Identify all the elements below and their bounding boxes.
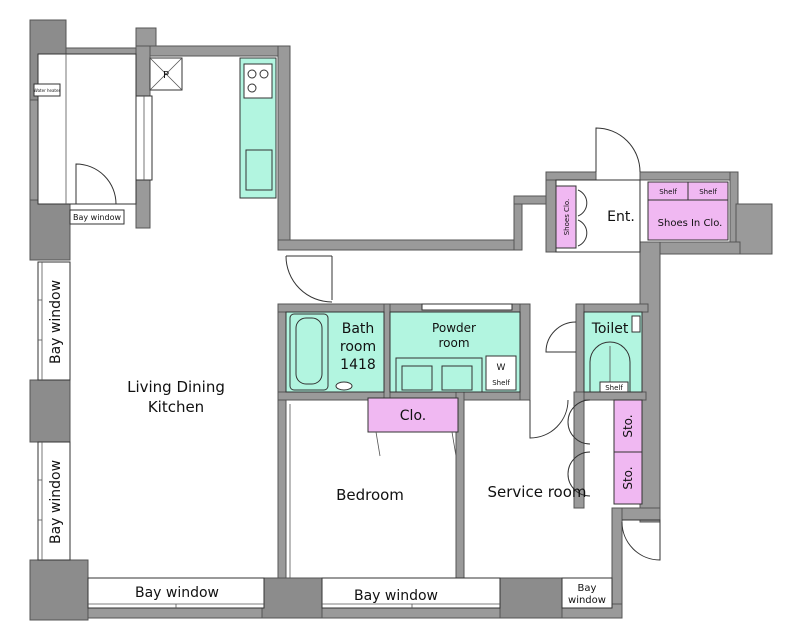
vanity-basin-1 bbox=[401, 365, 433, 391]
storage-2 bbox=[613, 451, 643, 505]
column-bottom-left bbox=[29, 559, 89, 621]
bay-window-bottom-ldk-label: Bay window bbox=[135, 585, 219, 601]
wall-bath-powder bbox=[383, 303, 391, 401]
bedroom-label: Bedroom bbox=[336, 486, 404, 504]
stove bbox=[243, 63, 273, 99]
wall-kitchen-right bbox=[277, 45, 291, 251]
shoes-shelf-2 bbox=[687, 181, 729, 201]
bay-window-top-small-label: Bay window bbox=[73, 213, 121, 222]
toilet-door-swing bbox=[545, 321, 577, 353]
balcony: Water heater P bbox=[33, 53, 183, 205]
bay-window-top-small bbox=[69, 209, 125, 225]
vanity-basin-2 bbox=[441, 365, 473, 391]
toilet-shelf-label: Shelf bbox=[605, 384, 623, 392]
bath-drain bbox=[335, 381, 353, 391]
shoes-shelf-2-label: Shelf bbox=[699, 188, 717, 196]
bay-window-bottom-bedroom bbox=[321, 577, 501, 609]
bay-window-bottom-ldk bbox=[87, 577, 265, 609]
service-room-label: Service room bbox=[487, 483, 586, 501]
bay-window-left-upper-label: Bay window bbox=[48, 280, 64, 364]
column-left-1 bbox=[29, 199, 71, 261]
storage-2-label: Sto. bbox=[621, 466, 635, 489]
storage-doors bbox=[567, 399, 591, 497]
wall-toilet-top bbox=[575, 303, 649, 313]
wall-corridor-top bbox=[277, 239, 515, 251]
bay-windows: Bay window Bay window Bay window Bay win… bbox=[37, 209, 613, 609]
wall-entrance-top bbox=[545, 171, 597, 181]
toilet-room: Toilet Shelf bbox=[545, 311, 643, 393]
shoes-closet bbox=[555, 185, 577, 249]
washer-space bbox=[485, 355, 517, 391]
closet bbox=[367, 397, 459, 433]
water-heater bbox=[33, 83, 61, 97]
toilet-shelf bbox=[599, 381, 629, 393]
bay-window-left-lower bbox=[37, 441, 71, 561]
bay-window-bottom-bedroom-label: Bay window bbox=[354, 588, 438, 604]
entrance-label: Ent. bbox=[607, 209, 635, 225]
ldk-door-swing bbox=[285, 255, 333, 303]
column-left-2 bbox=[29, 379, 71, 443]
closet-label: Clo. bbox=[400, 408, 426, 424]
water-heater-label: Water heater bbox=[34, 88, 61, 93]
column-bottom-mid bbox=[261, 577, 323, 619]
powder-shelf-label: Shelf bbox=[492, 379, 510, 387]
bathroom-label-3: 1418 bbox=[340, 357, 376, 373]
storage-1 bbox=[613, 399, 643, 453]
wall-right-lower bbox=[611, 507, 623, 619]
wall-entrance-left bbox=[545, 171, 557, 253]
wall-entrance-left-top bbox=[513, 195, 547, 205]
kitchen bbox=[239, 57, 277, 199]
ldk-label-2: Kitchen bbox=[148, 398, 204, 416]
bay-window-left-lower-label: Bay window bbox=[48, 460, 64, 544]
bay-window-bottom-right-label-1: Bay bbox=[578, 583, 597, 594]
wall-top-balcony bbox=[65, 47, 137, 55]
wall-right-main bbox=[639, 241, 661, 523]
toilet-label: Toilet bbox=[591, 321, 629, 337]
powder-room-label-2: room bbox=[438, 336, 469, 350]
bay-window-bottom-right bbox=[561, 577, 613, 609]
toilet-bowl bbox=[589, 341, 631, 392]
wall-toilet-left bbox=[575, 303, 585, 401]
bathroom-label-2: room bbox=[340, 339, 376, 355]
powder-room-label-1: Powder bbox=[432, 321, 476, 335]
service-room-door-swing bbox=[529, 399, 569, 439]
bathtub bbox=[289, 313, 329, 391]
shoes-in-closet-label: Shoes In Clo. bbox=[658, 218, 723, 229]
side-door-swing bbox=[621, 519, 661, 561]
storage-1-label: Sto. bbox=[621, 414, 635, 437]
entrance-door-swing bbox=[595, 127, 641, 173]
entrance: Ent. Shoes Clo. Shelf Shelf Shoes In Clo… bbox=[555, 127, 729, 253]
washer-label: W bbox=[497, 363, 506, 373]
powder-room: Powder room W Shelf bbox=[389, 303, 521, 393]
bedroom-closet: Clo. bbox=[367, 397, 459, 457]
shoes-shelf-1-label: Shelf bbox=[659, 188, 677, 196]
wall-storage-left bbox=[573, 391, 585, 509]
balcony-door-swing bbox=[75, 163, 117, 205]
wall-kitchen-top bbox=[149, 45, 291, 57]
ldk-label-1: Living Dining bbox=[127, 378, 225, 396]
wall-right-bump bbox=[735, 203, 773, 255]
closet-doors bbox=[375, 431, 457, 457]
wall-powder-right bbox=[519, 303, 531, 401]
wall-kitchen-corner bbox=[135, 27, 157, 47]
column-bottom-right bbox=[499, 577, 563, 619]
shoes-closet-doors bbox=[577, 189, 588, 247]
bathroom-label-1: Bath bbox=[342, 321, 375, 337]
balcony-area bbox=[37, 53, 137, 205]
bay-window-left-upper bbox=[37, 261, 71, 381]
wall-shoes-top bbox=[639, 171, 737, 181]
bathroom: Bath room 1418 bbox=[285, 311, 385, 393]
pipe-space-label: P bbox=[163, 70, 169, 81]
service-storage: Sto. Sto. bbox=[529, 399, 661, 561]
wall-bath-left bbox=[277, 303, 287, 579]
powder-window bbox=[421, 303, 513, 311]
shoes-closet-label: Shoes Clo. bbox=[563, 199, 571, 236]
toilet-tank bbox=[631, 315, 641, 333]
kitchen-sink bbox=[245, 149, 273, 191]
bay-window-bottom-right-label-2: window bbox=[568, 595, 606, 606]
wall-toilet-bottom bbox=[575, 391, 647, 401]
